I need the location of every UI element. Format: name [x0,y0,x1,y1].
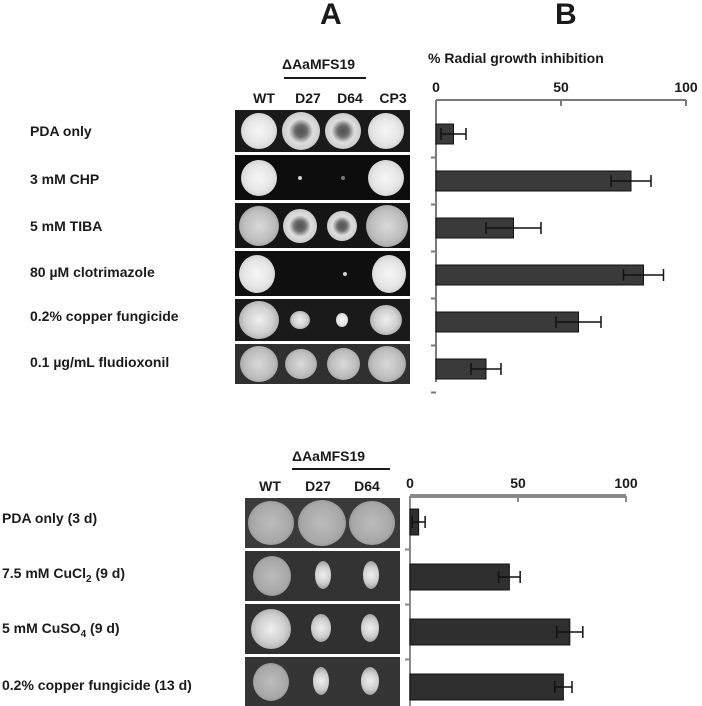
colony-d64 [325,113,361,149]
x-tick-label: 50 [553,79,569,95]
top-row-label-1: 3 mM CHP [30,171,100,187]
colony-row-cucl2 [245,551,400,601]
colony-wt [239,255,275,293]
top-col-cp3: CP3 [379,90,407,106]
colony-wt [251,609,291,649]
colony-row-pda [235,110,410,152]
colony-d64 [361,614,379,642]
colony-d27 [298,176,302,180]
colony-wt [240,346,278,382]
bottom-col-wt: WT [259,478,281,494]
colony-d64 [327,348,360,380]
colony-wt [239,301,279,339]
colony-cp3 [368,346,406,382]
bottom-row-label-3: 0.2% copper fungicide (13 d) [2,677,192,693]
x-tick-label: 100 [674,79,698,95]
colony-d64 [327,211,357,241]
colony-wt [239,206,279,246]
colony-d64 [343,272,347,276]
colony-row-copper [235,299,410,341]
chart-top-title: % Radial growth inhibition [428,50,604,66]
colony-d27 [283,209,317,243]
top-row-label-3: 80 µM clotrimazole [30,264,155,280]
top-mutant-underline [284,77,366,79]
colony-d27 [282,112,320,150]
colony-cp3 [370,305,402,335]
bar-1 [435,170,632,192]
x-tick-label: 100 [614,475,638,491]
colony-wt [241,113,277,149]
colony-row-chp [235,155,410,200]
bar-3 [409,673,564,701]
colony-d64 [349,501,395,545]
colony-d64 [341,176,345,180]
colony-row-fludioxonil [235,344,410,384]
colony-d27 [298,500,346,546]
panel-a-letter: A [320,0,342,31]
colony-d27 [311,614,331,642]
x-tick-label: 50 [510,475,526,491]
colony-cp3 [372,255,406,293]
colony-wt [253,556,291,596]
colony-cp3 [368,160,404,196]
colony-wt [248,501,294,545]
bottom-row-label-2: 5 mM CuSO4 (9 d) [2,620,120,640]
colony-d64 [361,667,379,695]
top-row-label-4: 0.2% copper fungicide [30,308,179,324]
top-mutant-label: ΔAaMFS19 [282,56,356,72]
colony-row-cuso4 [245,604,400,654]
colony-d27 [315,561,331,589]
bar-3 [435,264,644,286]
top-row-label-5: 0.1 µg/mL fludioxonil [30,354,170,370]
chart-top: % Radial growth inhibition 0 50 100 [428,50,698,394]
x-tick-label: 0 [406,475,414,491]
bar-1 [409,563,510,591]
colony-row-copper-13d [245,657,400,706]
top-row-label-0: PDA only [30,123,92,139]
colony-wt [253,663,289,701]
bottom-colony-grid [245,498,400,706]
top-col-d27: D27 [295,90,321,106]
bottom-col-d27: D27 [305,478,331,494]
colony-d27 [313,667,329,695]
colony-d64 [336,313,348,327]
x-tick-label: 0 [432,79,440,95]
colony-cp3 [366,205,408,247]
colony-wt [241,160,277,196]
bottom-col-d64: D64 [354,478,380,494]
bottom-mutant-underline [292,468,390,470]
colony-row-pda-3d [245,498,400,548]
colony-d27 [285,349,317,379]
colony-row-clotrimazole [235,251,410,296]
bar-2 [409,618,571,646]
top-col-wt: WT [253,90,275,106]
top-col-d64: D64 [337,90,363,106]
colony-cp3 [368,113,404,149]
chart-bottom: 0 50 100 [405,475,638,706]
colony-d64 [363,561,379,589]
colony-row-tiba [235,203,410,248]
top-colony-grid [235,110,410,384]
top-row-label-2: 5 mM TIBA [30,218,103,234]
bottom-row-label-0: PDA only (3 d) [2,510,98,526]
bottom-row-label-1: 7.5 mM CuCl2 (9 d) [2,565,126,585]
panel-b-letter: B [555,0,577,31]
colony-d27 [290,311,310,329]
bottom-mutant-label: ΔAaMFS19 [292,448,366,464]
